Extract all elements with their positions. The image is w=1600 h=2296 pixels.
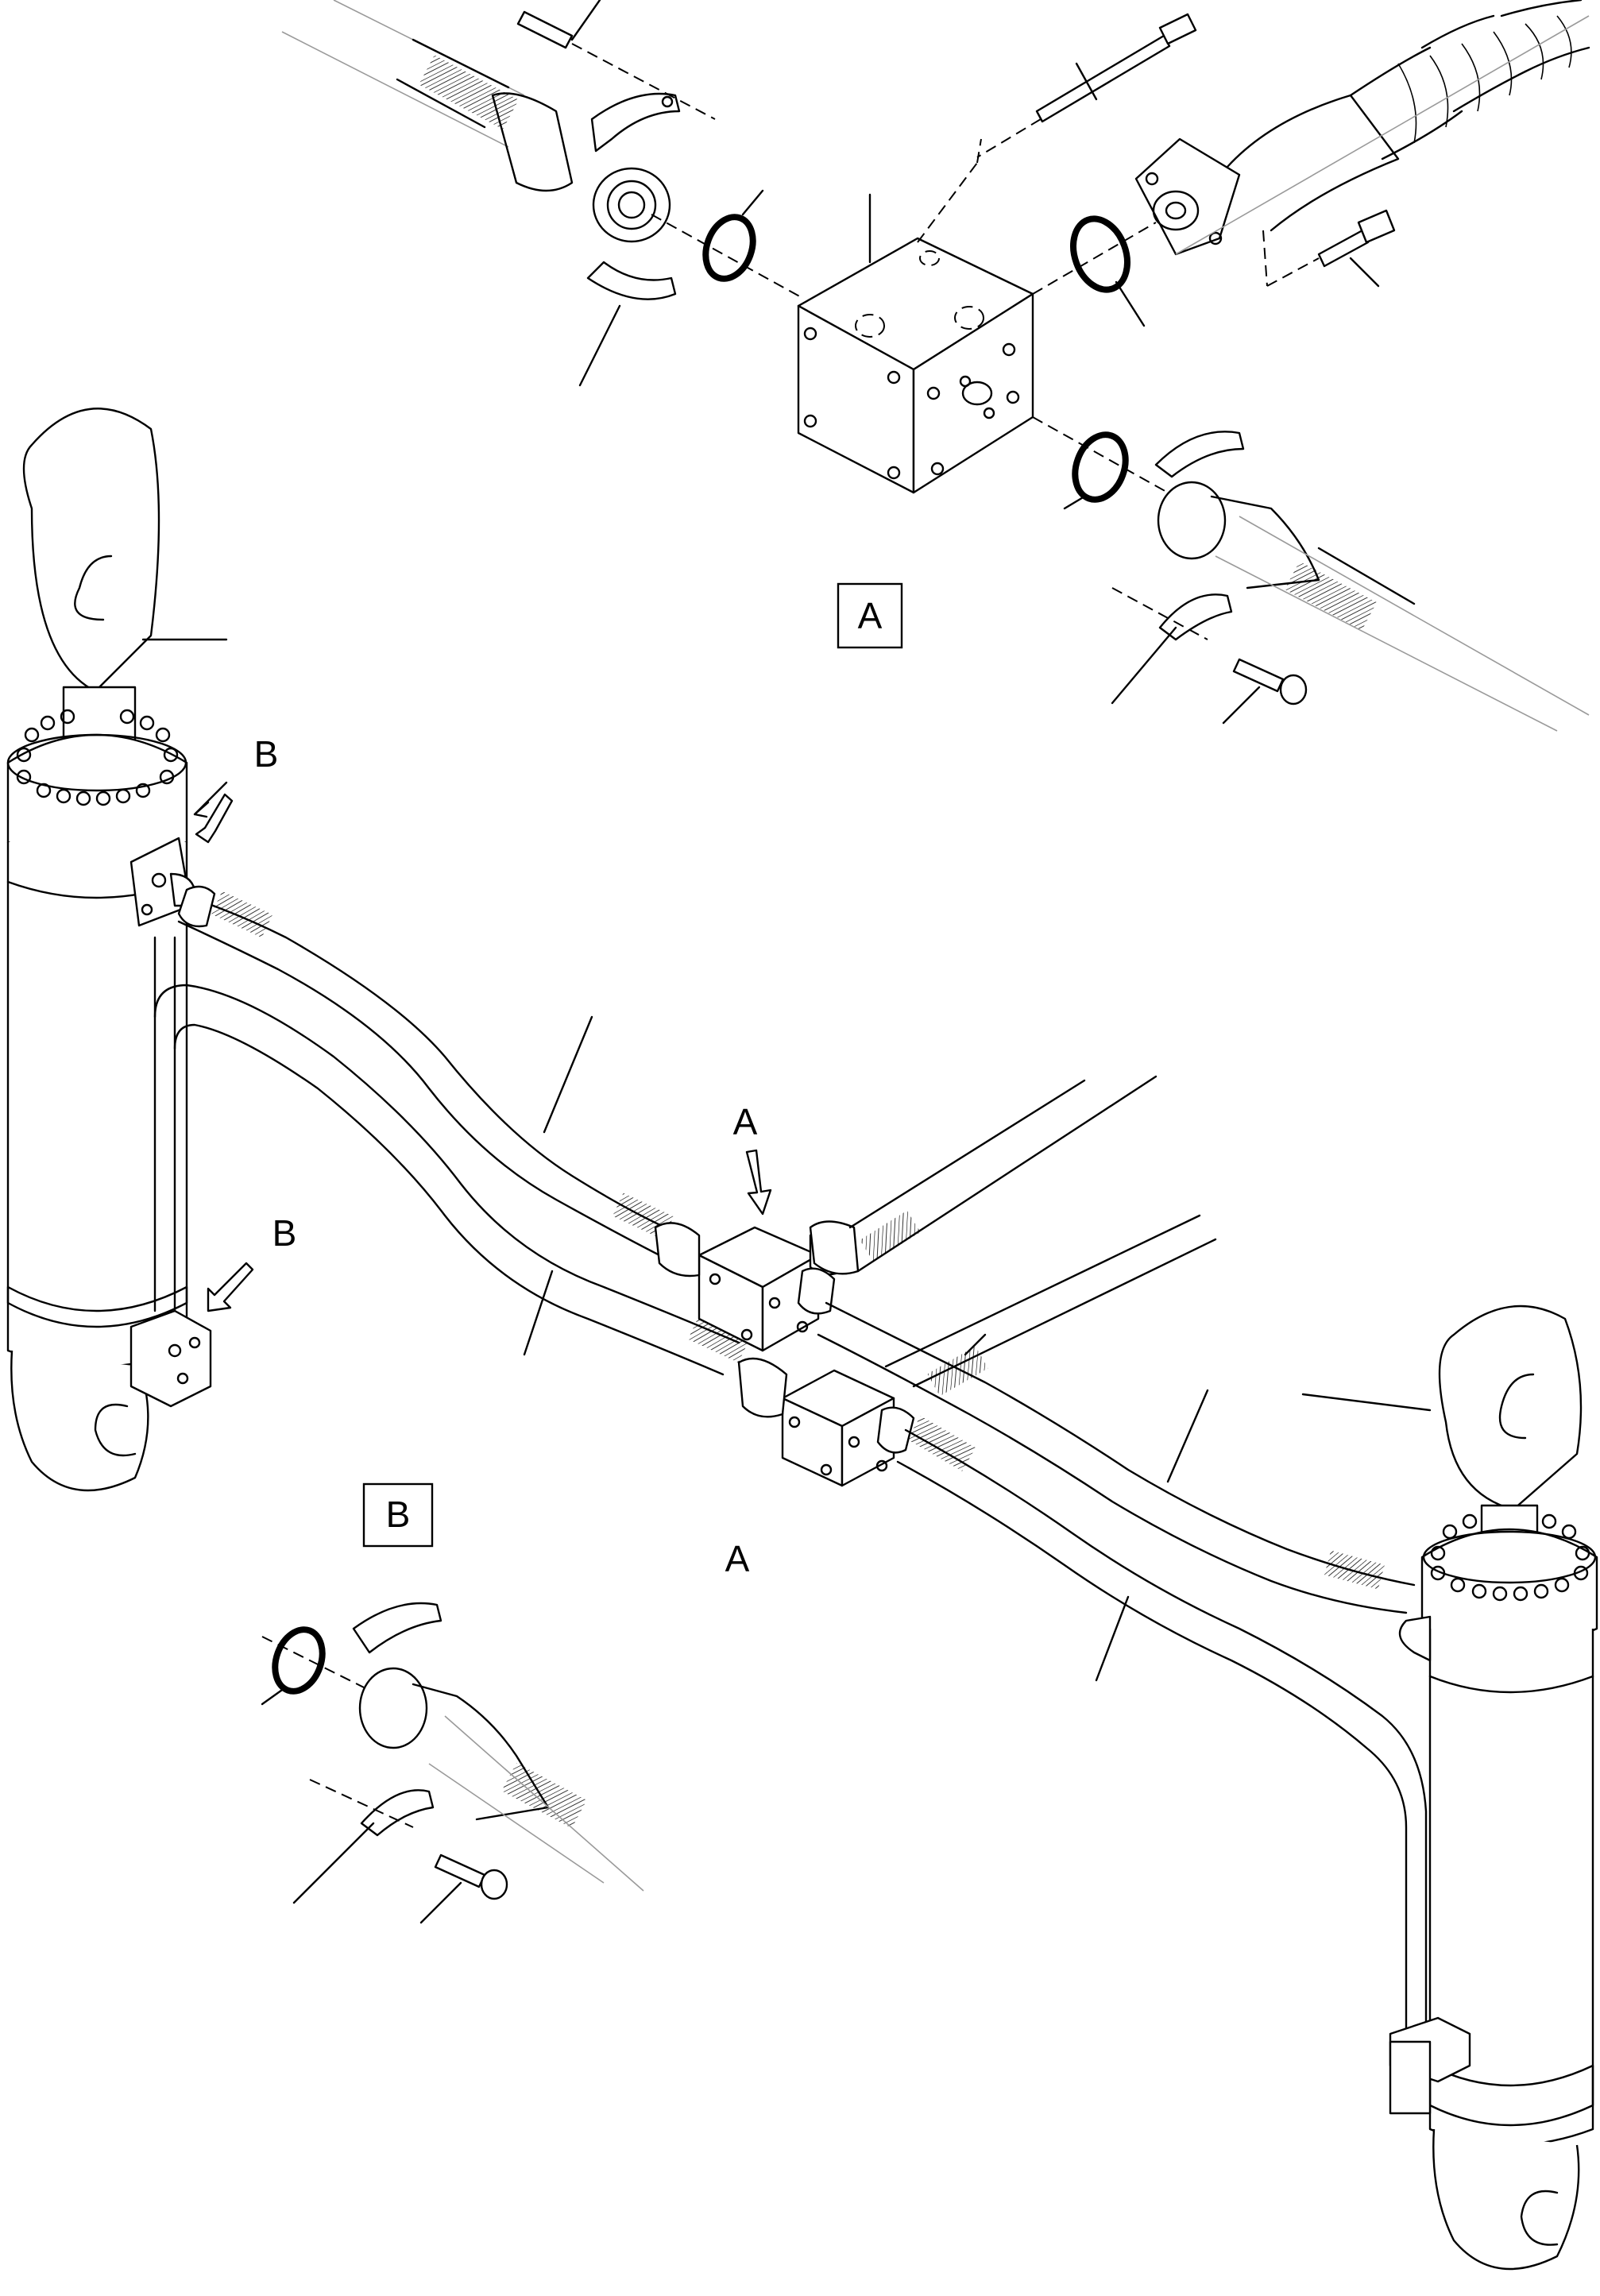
right-cylinder-bolt-ring xyxy=(1430,1513,1590,1602)
detail-a-left-hose xyxy=(281,0,671,243)
detail-b-exploded-view: B xyxy=(261,1482,644,1924)
detail-a-label-box: A xyxy=(837,582,903,649)
arrow-b-lower: B xyxy=(207,1212,297,1312)
arrow-a-label: A xyxy=(733,1101,758,1142)
right-hydraulic-cylinder xyxy=(1301,1305,1598,2271)
arrow-a: A xyxy=(733,1101,772,1216)
left-cylinder-bolt-ring xyxy=(16,709,179,806)
right-hoses-to-cylinder xyxy=(817,1301,1428,2035)
detail-a-screw-right xyxy=(1262,209,1396,288)
left-cylinder-upper-port xyxy=(129,837,196,927)
detail-a-o-ring-left xyxy=(651,189,803,299)
center-block-lower xyxy=(737,1357,915,1487)
arrow-b-lower-label: B xyxy=(272,1212,297,1254)
detail-a-exploded-view: A xyxy=(281,0,1590,732)
detail-a-half-flange-lower-left xyxy=(578,261,677,387)
upper-hose-left xyxy=(177,885,685,1265)
detail-a-lower-right-hose xyxy=(1032,416,1590,732)
lower-hose-left xyxy=(153,984,750,1376)
detail-a-o-ring-right-upper xyxy=(1032,215,1157,327)
arrow-b-upper-label: B xyxy=(254,733,279,775)
detail-b-label: B xyxy=(386,1494,411,1535)
center-label-a: A xyxy=(725,1538,750,1579)
detail-a-connection-block xyxy=(797,138,1034,494)
detail-a-half-flange-upper-left xyxy=(516,0,716,153)
detail-b-label-box xyxy=(362,1482,434,1548)
detail-a-right-hose-corrugated xyxy=(1134,0,1590,256)
left-hydraulic-cylinder xyxy=(6,408,228,1492)
detail-a-long-bolt xyxy=(976,13,1197,158)
left-cylinder-lower-port xyxy=(129,936,212,1408)
upper-right-hoses xyxy=(809,1075,1217,1397)
detail-a-label: A xyxy=(858,595,883,636)
arrow-b-upper: B xyxy=(193,733,279,844)
